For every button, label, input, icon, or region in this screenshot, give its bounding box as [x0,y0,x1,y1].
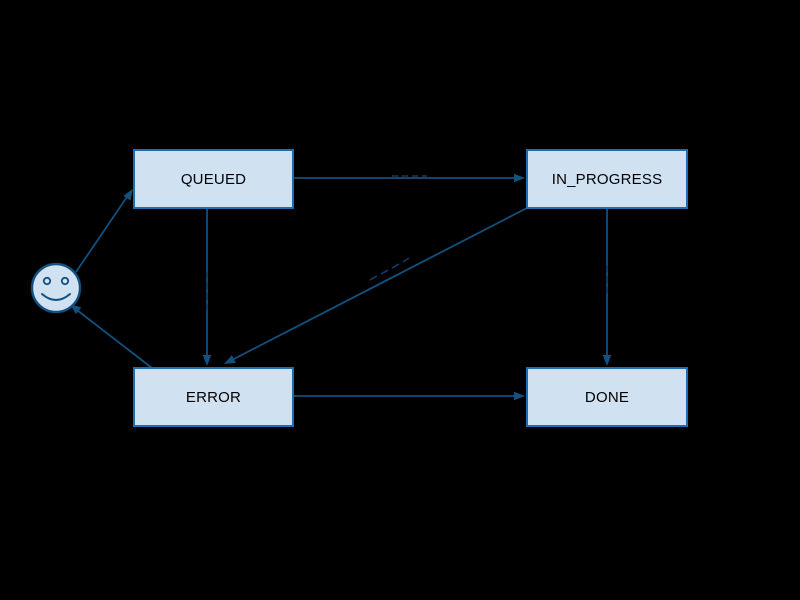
ghost-in-progress-error [369,257,410,281]
edge-error-to-done[interactable] [293,391,525,401]
edge-start-to-queued[interactable] [75,187,137,273]
edge-queued-to-in-progress[interactable] [293,173,525,183]
state-node-label-queued: QUEUED [181,171,246,188]
state-node-done[interactable]: DONE [526,367,688,427]
edge-line-in-progress-to-error [227,207,528,363]
smiley-face-icon [30,262,82,314]
edge-labels-layer [206,175,608,310]
state-node-label-done: DONE [585,389,629,406]
smiley-eye-left-icon [42,276,52,286]
state-node-label-in_progress: IN_PROGRESS [552,171,663,188]
edge-line-error-to-start [72,306,153,369]
arrowhead-queued-to-error [202,355,212,366]
state-node-label-error: ERROR [186,389,241,406]
arrowhead-error-to-done [514,391,525,401]
state-nodes-layer: QUEUED IN_PROGRESS ERROR DONE [133,149,688,427]
state-node-box-done [526,367,688,427]
state-node-error[interactable]: ERROR [133,367,294,427]
state-node-box-error [133,367,294,427]
state-node-queued[interactable]: QUEUED [133,149,294,209]
arrowhead-start-to-queued [123,189,133,201]
edge-line-start-to-queued [75,190,132,273]
start-state-node[interactable] [30,262,82,314]
state-node-in_progress[interactable]: IN_PROGRESS [526,149,688,209]
arrowhead-queued-to-in-progress [514,173,525,183]
smiley-eye-right-icon [60,276,70,286]
edge-in-progress-to-done[interactable] [602,208,612,366]
edge-in-progress-to-error[interactable] [222,207,528,368]
smiley-mouth-icon [41,293,71,301]
arrowhead-in-progress-to-done [602,355,612,366]
state-node-box-in_progress [526,149,688,209]
state-node-box-queued [133,149,294,209]
edge-error-to-start[interactable] [67,301,153,369]
arrowhead-in-progress-to-error [224,355,236,364]
